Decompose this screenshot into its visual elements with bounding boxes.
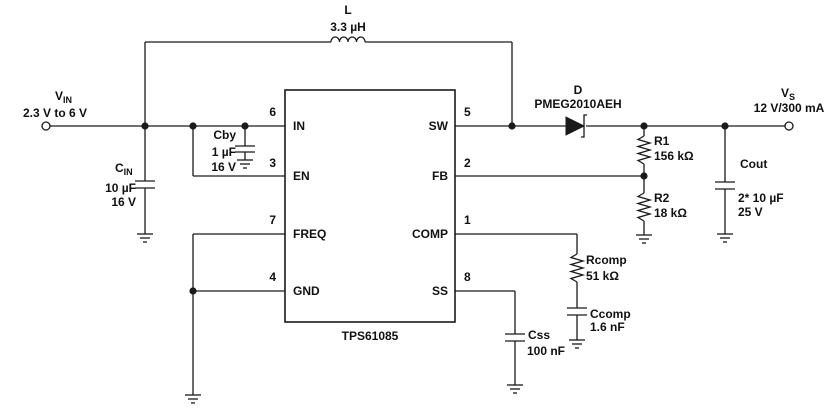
junction-dot [141, 122, 149, 130]
rcomp-value: 51 kΩ [586, 269, 619, 283]
diode-ref: D [574, 83, 583, 97]
cin-value: 10 µF [105, 181, 136, 195]
pin-sw-number: 5 [464, 105, 471, 119]
r1-value: 156 kΩ [654, 149, 694, 163]
vs-label: VS [781, 86, 795, 102]
ic-body [284, 89, 456, 323]
pin-freq-number: 7 [269, 213, 276, 227]
junction-dots [141, 122, 729, 295]
css-ref: Css [528, 328, 550, 342]
inductor-value: 3.3 µH [330, 20, 366, 34]
pin-comp-name: COMP [412, 227, 448, 241]
rcomp-resistor-icon [568, 253, 586, 283]
r2-resistor-icon [635, 192, 653, 222]
ground-icon [636, 234, 652, 244]
pin-sw-name: SW [429, 119, 449, 133]
ccomp-value: 1.6 nF [590, 320, 625, 334]
ground-icon [717, 233, 733, 243]
pin-comp-number: 1 [464, 213, 471, 227]
junction-dot [640, 122, 648, 130]
ground-icon [569, 339, 585, 349]
ccomp-ref: Ccomp [590, 307, 631, 321]
junction-dot [189, 122, 197, 130]
pin-ss-name: SS [432, 284, 448, 298]
r1-resistor-icon [635, 135, 653, 165]
pin-fb-number: 2 [464, 156, 471, 170]
junction-dot [721, 122, 729, 130]
pin-ss-number: 8 [464, 270, 471, 284]
inductor-ref: L [344, 3, 351, 17]
css-capacitor-icon [505, 333, 525, 342]
r2-value: 18 kΩ [654, 206, 687, 220]
cout-capacitor-icon [715, 181, 735, 190]
cout-voltage: 25 V [738, 205, 763, 219]
r1-ref: R1 [654, 134, 670, 148]
vs-terminal-icon [784, 121, 794, 131]
pin-in-number: 6 [269, 105, 276, 119]
css-value: 100 nF [527, 344, 565, 358]
pin-in-name: IN [293, 119, 305, 133]
r2-ref: R2 [654, 191, 670, 205]
inductor-icon [330, 36, 366, 43]
pin-freq-name: FREQ [293, 227, 326, 241]
rcomp-ref: Rcomp [586, 253, 627, 267]
pin-gnd-number: 4 [269, 270, 276, 284]
pin-fb-name: FB [432, 169, 448, 183]
pin-en-number: 3 [269, 156, 276, 170]
pin-en-name: EN [293, 169, 310, 183]
cin-voltage: 16 V [111, 195, 136, 209]
cin-ref: CIN [115, 161, 133, 177]
pin-gnd-name: GND [293, 284, 320, 298]
junction-dot [189, 287, 197, 295]
cby-value: 1 µF [212, 145, 236, 159]
cby-capacitor-icon [235, 145, 255, 153]
vin-terminal-icon [41, 121, 51, 131]
vin-label: VIN [55, 89, 72, 105]
cby-voltage: 16 V [211, 160, 236, 174]
cout-value: 2* 10 µF [738, 191, 784, 205]
junction-dot [640, 172, 648, 180]
vin-range: 2.3 V to 6 V [23, 106, 87, 120]
junction-dot [508, 122, 516, 130]
ground-icon [507, 384, 523, 394]
cby-ref: Cby [213, 128, 236, 142]
ground-icon [185, 394, 201, 404]
ground-icon [237, 159, 253, 169]
ic-name: TPS61085 [342, 329, 399, 343]
ground-icon [137, 233, 153, 243]
schottky-diode-icon [565, 114, 587, 138]
junction-dot [241, 122, 249, 130]
vs-rating: 12 V/300 mA [754, 101, 825, 115]
diode-part: PMEG2010AEH [534, 97, 621, 111]
cin-capacitor-icon [135, 180, 155, 189]
ccomp-capacitor-icon [567, 307, 587, 316]
cout-ref: Cout [740, 157, 767, 171]
